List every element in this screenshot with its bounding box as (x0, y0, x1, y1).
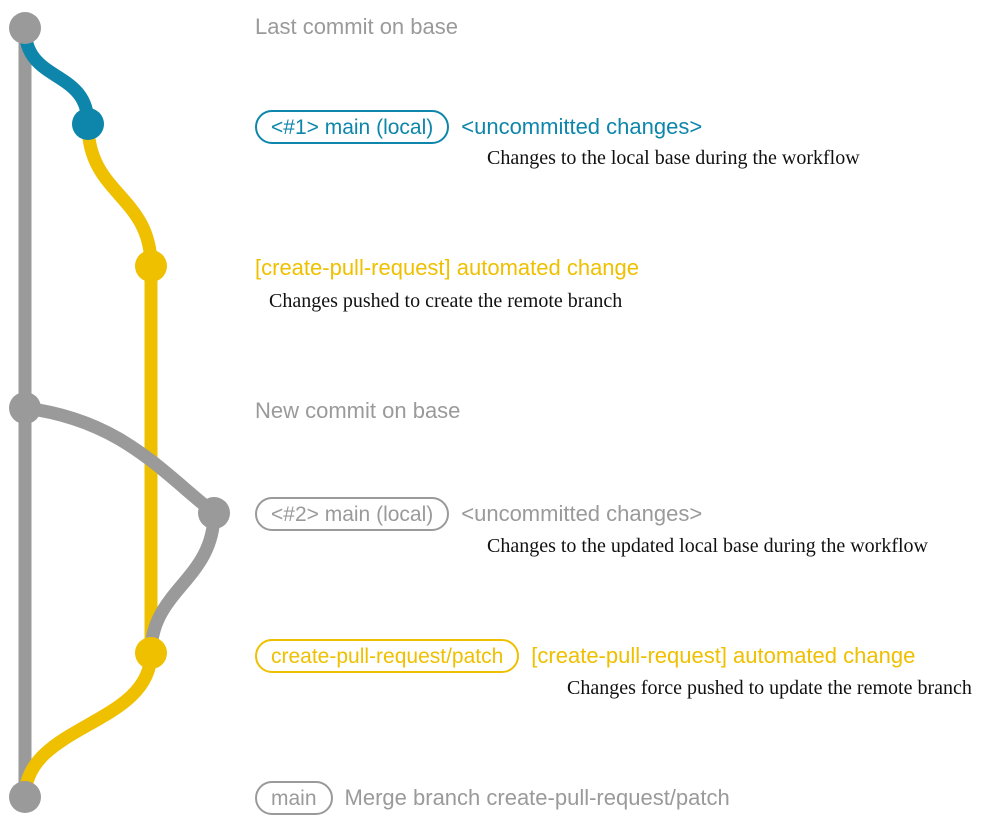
edge-base-to-local-1 (18, 21, 95, 131)
commit-subject: New commit on base (255, 398, 461, 423)
edge-remote-2-to-base (18, 646, 158, 804)
commit-subject: Merge branch create-pull-request/patch (344, 785, 730, 810)
commit-subject: <uncommitted changes> (461, 501, 703, 526)
commit-row-last-commit: Last commit on base (255, 16, 458, 38)
commit-node-local-2[interactable] (198, 497, 230, 529)
commit-body-remote-1: Changes pushed to create the remote bran… (269, 290, 623, 312)
branch-label-main-local-2[interactable]: <#2> main (local) (255, 497, 450, 531)
commit-body-remote-2: Changes force pushed to update the remot… (567, 677, 972, 699)
commit-row-merge: main Merge branch create-pull-request/pa… (255, 781, 730, 815)
commit-node-merge[interactable] (9, 781, 41, 813)
commit-subject: [create-pull-request] automated change (531, 643, 916, 668)
commit-subject: [create-pull-request] automated change (255, 255, 640, 280)
branch-label-main-local-1[interactable]: <#1> main (local) (255, 110, 450, 144)
commit-node-local-1[interactable] (72, 108, 104, 140)
edge-local-1-to-remote-1 (81, 117, 158, 273)
commit-body-local-1: Changes to the local base during the wor… (487, 147, 860, 169)
commit-node-last-commit-on-base[interactable] (9, 12, 41, 44)
edge-merge-lane-to-remote-2 (144, 506, 221, 660)
commit-body-local-2: Changes to the updated local base during… (487, 535, 928, 557)
commit-node-remote-2[interactable] (135, 637, 167, 669)
commit-node-remote-1[interactable] (135, 250, 167, 282)
commit-node-new-commit-on-base[interactable] (9, 392, 41, 424)
branch-label-create-pull-request-patch[interactable]: create-pull-request/patch (255, 639, 520, 673)
commit-row-local-1: <#1> main (local) <uncommitted changes> (255, 110, 702, 144)
commit-row-new-commit: New commit on base (255, 400, 460, 422)
commit-row-remote-1: [create-pull-request] automated change (255, 257, 639, 279)
commit-row-local-2: <#2> main (local) <uncommitted changes> (255, 497, 702, 531)
commit-subject: Last commit on base (255, 14, 458, 39)
commit-subject: <uncommitted changes> (461, 114, 703, 139)
branch-label-main[interactable]: main (255, 781, 333, 815)
commit-nodes (9, 12, 230, 813)
commit-row-remote-2: create-pull-request/patch [create-pull-r… (255, 639, 915, 673)
edge-base-to-merge-lane (18, 401, 221, 520)
